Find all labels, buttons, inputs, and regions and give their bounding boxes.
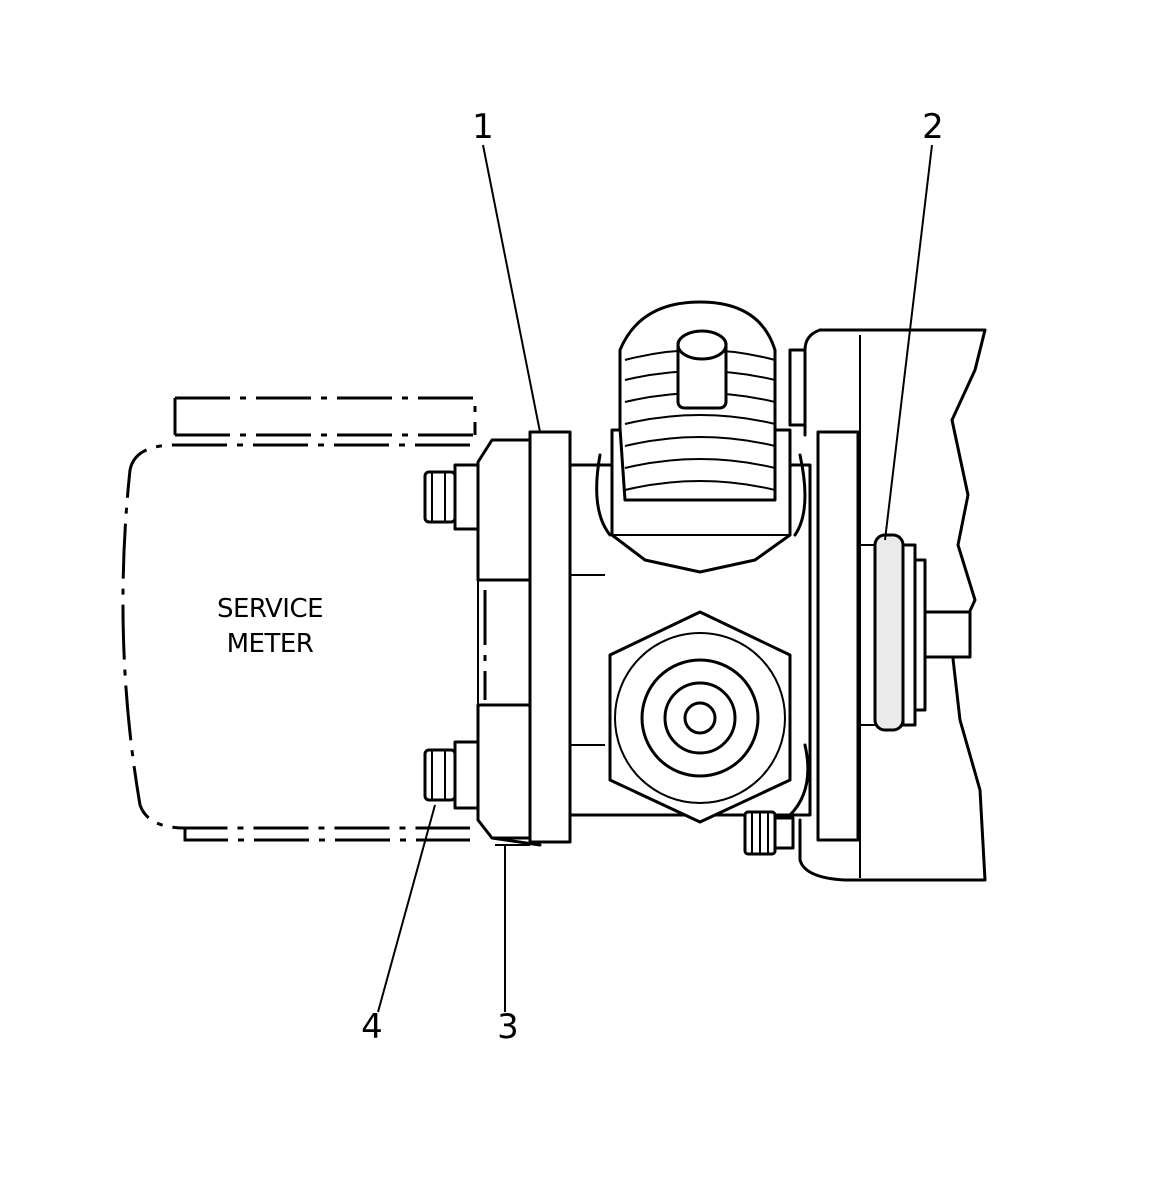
callout-2: 2 (922, 107, 944, 147)
service-meter-label-line2: METER (227, 629, 314, 659)
callout-4: 4 (361, 1007, 383, 1047)
engine-housing (798, 328, 987, 882)
callout-1: 1 (472, 107, 494, 147)
service-meter-body (121, 396, 487, 842)
hex-plug (608, 610, 792, 824)
lower-bolt (423, 740, 480, 810)
callout-3: 3 (497, 1007, 519, 1047)
o-ring-seal (858, 533, 972, 732)
set-screw (743, 810, 795, 856)
right-plate (788, 348, 860, 842)
upper-bolt (423, 463, 480, 531)
leader-lines (377, 144, 933, 1013)
threaded-fitting (610, 300, 792, 574)
service-meter-label-line1: SERVICE (217, 594, 323, 624)
cover-gasket (490, 836, 542, 847)
mounting-bracket (476, 430, 572, 844)
